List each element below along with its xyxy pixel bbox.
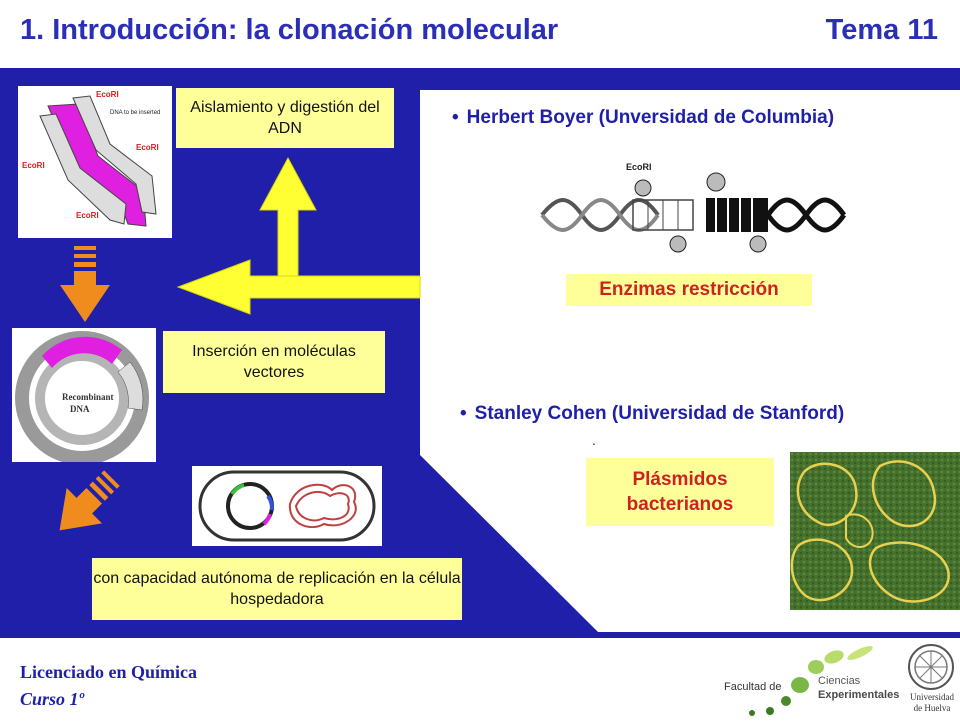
left-arrow-icon <box>176 259 421 315</box>
boyer-text: Herbert Boyer (Unversidad de Columbia) <box>466 107 835 128</box>
ecori-label-2: EcoRI <box>22 161 45 170</box>
faculty-line1: Ciencias <box>818 675 861 687</box>
dna-label: DNA <box>70 404 90 414</box>
cohen-bullet: • Stanley Cohen (Universidad de Stanford… <box>448 396 960 432</box>
ecori-label-5: EcoRI <box>626 162 652 172</box>
enzymes-label: Enzimas restricción <box>566 274 812 306</box>
up-arrow-icon <box>259 156 317 279</box>
logo-dot-icon <box>791 677 809 693</box>
bacterium-figure <box>192 466 382 546</box>
recombinant-label: Recombinant <box>62 392 114 402</box>
university-seal: Universidad de Huelva <box>904 642 958 718</box>
plasmids-label: Plásmidos bacterianos <box>586 458 774 526</box>
diagonal-arrow-icon <box>59 470 120 531</box>
faculty-prefix: Facultad de <box>724 681 782 693</box>
ecori-label-4: EcoRI <box>76 211 99 220</box>
isolation-step-box: Aislamiento y digestión del ADN <box>176 88 394 148</box>
plasmid-micrograph <box>790 452 960 610</box>
recombinant-dna-figure: Recombinant DNA <box>12 328 156 462</box>
course-label: Curso 1º <box>20 689 84 709</box>
university-line1: Universidad <box>910 692 954 702</box>
faculty-line2: Experimentales <box>818 689 900 701</box>
ecori-label-3: EcoRI <box>136 143 159 152</box>
down-arrow-icon <box>60 246 110 322</box>
ecori-label-1: EcoRI <box>96 90 119 99</box>
dna-insert-label: DNA to be inserted <box>110 110 160 116</box>
restriction-enzyme-figure: EcoRI <box>538 160 848 260</box>
cohen-text: Stanley Cohen (Universidad de Stanford) <box>474 403 845 424</box>
university-line2: de Huelva <box>913 703 951 713</box>
bullet-icon: • <box>452 107 459 128</box>
replication-step-box: con capacidad autónoma de replicación en… <box>92 558 462 620</box>
bullet-icon: • <box>460 403 467 424</box>
topic-label: Tema 11 <box>825 14 938 46</box>
ecori-dna-figure: EcoRI DNA to be inserted EcoRI EcoRI Eco… <box>18 86 172 238</box>
dot-mark: . <box>592 432 596 448</box>
insertion-step-box: Inserción en moléculas vectores <box>163 331 385 393</box>
slide-title: 1. Introducción: la clonación molecular <box>20 14 559 46</box>
degree-label: Licenciado en Química <box>20 662 197 682</box>
seal-icon <box>908 644 954 690</box>
boyer-bullet: • Herbert Boyer (Unversidad de Columbia) <box>440 100 960 136</box>
faculty-logo: Facultad de Ciencias Experimentales <box>700 645 900 717</box>
